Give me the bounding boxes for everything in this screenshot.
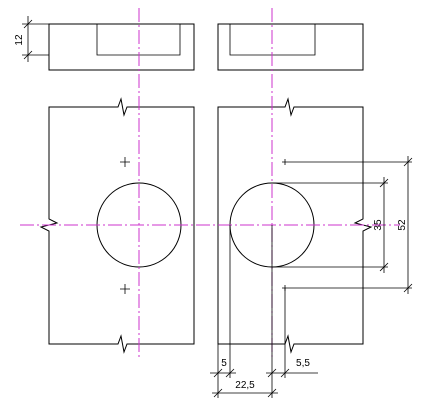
dimension-hole-offset: 22,5 bbox=[212, 380, 278, 398]
dimension-marker-offset: 5,5 bbox=[266, 358, 318, 378]
marker-cross-bottom-left bbox=[120, 284, 130, 294]
top-view-left bbox=[48, 23, 195, 71]
dimension-edge-offset: 5 bbox=[210, 358, 236, 378]
dimension-thickness: 12 bbox=[14, 16, 49, 62]
dim-label-marker-spacing: 52 bbox=[397, 219, 408, 231]
marker-tick-top-right bbox=[282, 159, 288, 165]
dim-label-thickness: 12 bbox=[14, 34, 25, 46]
dimension-marker-spacing: 52 bbox=[288, 156, 413, 294]
dimension-hole-diameter: 35 bbox=[272, 177, 389, 273]
centerlines bbox=[20, 8, 400, 360]
dim-label-marker-offset: 5,5 bbox=[296, 358, 310, 369]
top-view-right bbox=[217, 23, 364, 71]
marker-cross-top-left bbox=[120, 157, 130, 167]
bottom-extension-lines bbox=[217, 225, 286, 398]
dim-label-hole-offset: 22,5 bbox=[235, 380, 255, 391]
dim-label-edge-offset: 5 bbox=[221, 358, 227, 369]
dim-label-hole-diameter: 35 bbox=[373, 219, 384, 231]
